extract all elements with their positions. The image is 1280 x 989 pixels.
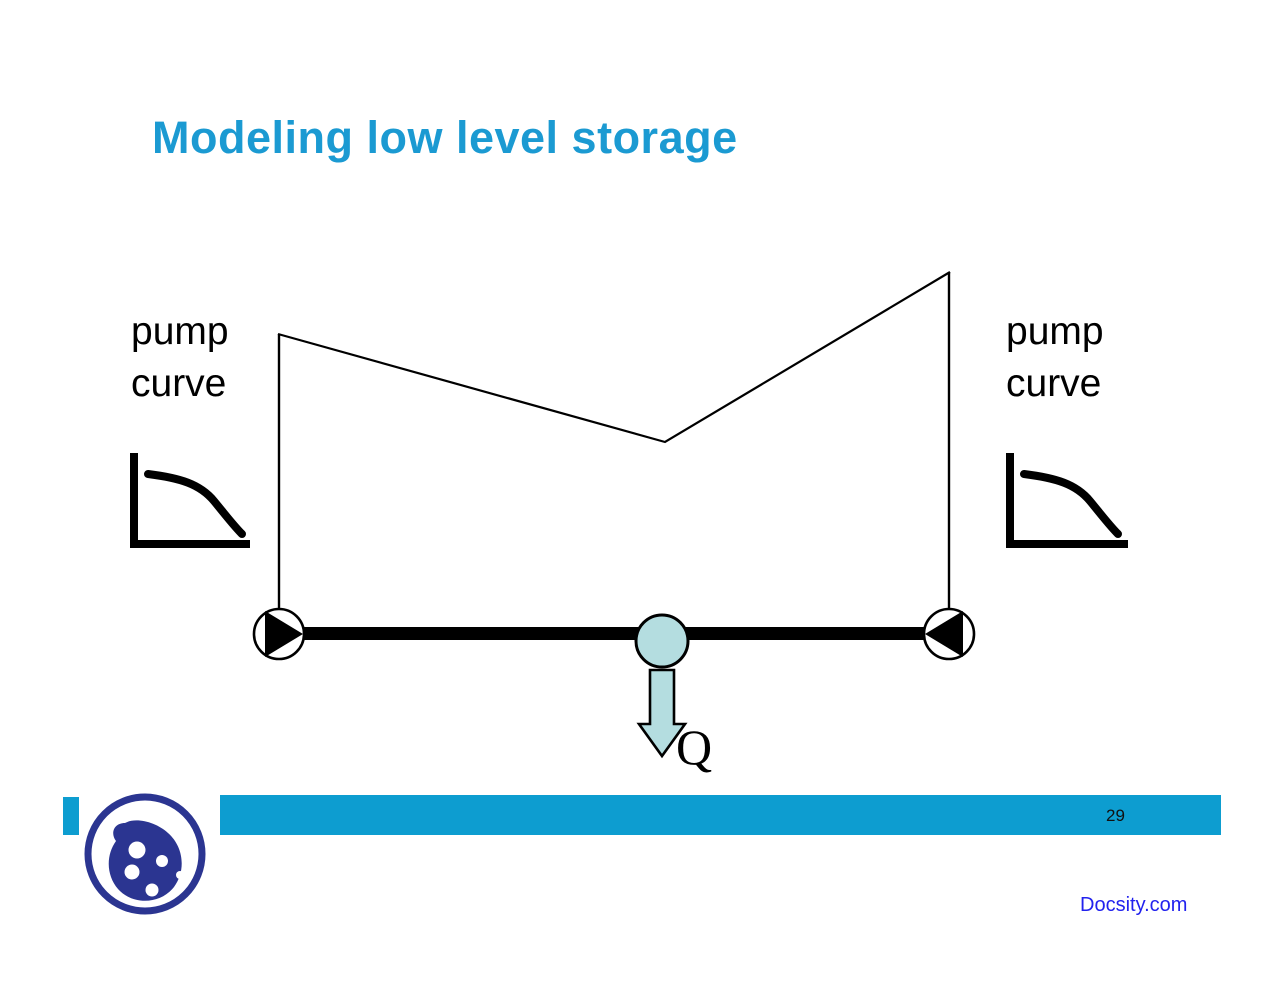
page-number: 29 xyxy=(1106,806,1125,825)
demand-node[interactable] xyxy=(634,613,690,669)
footer-bar xyxy=(220,795,1221,835)
left-pump-curve-label: pump curve xyxy=(131,310,229,405)
pump-symbol-left[interactable] xyxy=(252,607,306,661)
brand-link[interactable]: Docsity.com xyxy=(1080,894,1188,916)
right-pump-curve-label: pump curve xyxy=(1006,310,1104,405)
logo-icon xyxy=(84,793,206,915)
page-title: Modeling low level storage xyxy=(152,112,738,163)
hydraulic-grade-line xyxy=(277,271,951,633)
left-pump-curve-chart xyxy=(130,453,250,548)
transmission-main xyxy=(278,627,950,640)
right-pump-curve-chart xyxy=(1006,453,1128,548)
flow-label: Q xyxy=(676,719,713,775)
pump-symbol-right[interactable] xyxy=(922,607,976,661)
footer-accent-tick xyxy=(63,797,79,835)
docsity-logo[interactable] xyxy=(80,789,210,919)
